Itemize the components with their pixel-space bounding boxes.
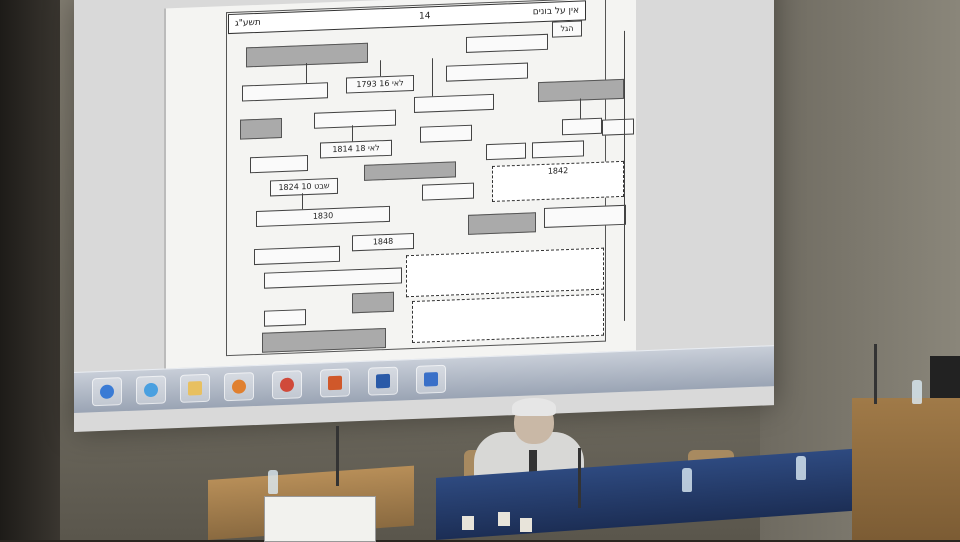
diagram-box-hegel: הגל (552, 20, 582, 38)
header-right-text: תשע"ג (235, 17, 261, 29)
diagram-box (352, 291, 394, 314)
diagram-box-1793: 1793 16 לאי (346, 74, 414, 94)
slide-page: תשע"ג 14 אין על בונים הגל 1793 16 לאי 18… (164, 0, 636, 369)
diagram-box (254, 245, 340, 266)
cup (520, 518, 532, 532)
diagram-box (242, 82, 328, 102)
chrome-icon[interactable] (272, 370, 302, 400)
header-number: 14 (419, 11, 431, 22)
diagram-arrow (380, 60, 381, 77)
diagram-note-box (406, 247, 604, 298)
diagram-arrow (624, 30, 625, 321)
diagram-box (532, 140, 584, 159)
diagram-box (414, 93, 494, 113)
lectern-microphone (874, 344, 877, 404)
lectern-sign (264, 496, 376, 542)
diagram-box (422, 182, 474, 201)
diagram-box (466, 33, 548, 53)
diagram-box-1814: 1814 18 לאי (320, 139, 392, 159)
diagram-arrow (306, 63, 307, 84)
lectern-microphone (336, 426, 339, 486)
powerpoint-icon[interactable] (320, 368, 350, 398)
cup (498, 512, 510, 526)
diagram-box (264, 309, 306, 327)
diagram-box-1842: 1842 (492, 160, 624, 202)
diagram-box (250, 155, 308, 174)
laptop (930, 356, 960, 398)
diagram-box (544, 204, 626, 228)
diagram-arrow (432, 58, 433, 97)
diagram-arrow (302, 193, 303, 210)
diagram-box (468, 212, 536, 235)
header-left-text: אין על בונים (532, 5, 579, 18)
word-icon[interactable] (368, 366, 398, 396)
diagram-box-1848: 1848 (352, 232, 414, 252)
speaker-hair (512, 398, 556, 416)
water-bottle (268, 470, 278, 494)
table-microphone (578, 448, 581, 508)
folder-icon[interactable] (180, 373, 210, 403)
app-icon[interactable] (416, 364, 446, 394)
diagram-box (446, 62, 528, 82)
diagram-arrow (580, 98, 581, 119)
diagram-box-1824: 1824 10 שבט (270, 177, 338, 197)
diagram-arrow (352, 125, 353, 142)
diagram-box (486, 142, 526, 161)
diagram-box (240, 118, 282, 140)
lectern-right (852, 398, 960, 540)
ie-icon[interactable] (136, 375, 166, 405)
water-bottle (912, 380, 922, 404)
water-bottle (682, 468, 692, 492)
diagram-box (420, 124, 472, 143)
diagram-box (602, 118, 634, 136)
left-wall (0, 0, 60, 540)
diagram-box (562, 117, 602, 136)
diagram-box (314, 109, 396, 129)
start-icon[interactable] (92, 377, 122, 407)
projector-screen: תשע"ג 14 אין על בונים הגל 1793 16 לאי 18… (74, 0, 774, 433)
cup (462, 516, 474, 530)
diagram-note-box (412, 293, 604, 344)
water-bottle (796, 456, 806, 480)
diagram-box (538, 78, 624, 103)
media-icon[interactable] (224, 372, 254, 402)
